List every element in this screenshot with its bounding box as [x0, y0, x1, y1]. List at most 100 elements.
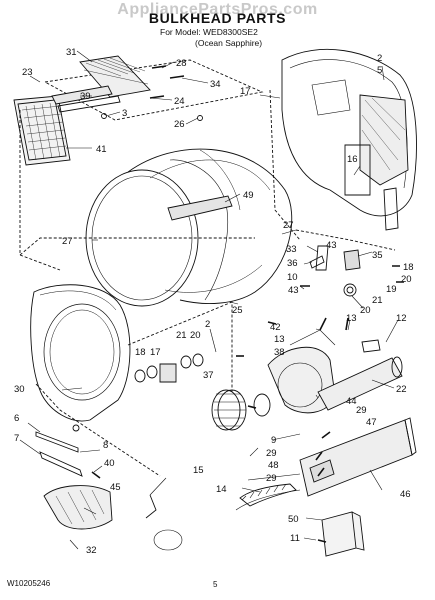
callout-38: 38	[274, 347, 285, 358]
front-bearing-assembly	[134, 353, 244, 383]
callout-12: 12	[396, 313, 407, 324]
callout-31: 31	[66, 47, 77, 58]
callout-labels: 31 28 23 34 39 24 3 26 41 17 2 5 16 49 2…	[14, 47, 414, 556]
screw-26	[197, 115, 203, 121]
blower-wheel	[211, 389, 247, 431]
callout-34: 34	[210, 79, 221, 90]
lint-duct-strip	[51, 85, 113, 105]
wire-harness	[145, 494, 183, 551]
callout-29-top: 29	[356, 405, 367, 416]
top-screws	[149, 65, 185, 99]
callout-2-center: 2	[205, 319, 210, 330]
top-frame-dashed	[43, 59, 264, 121]
heating-element-coil	[235, 483, 301, 511]
callout-28: 28	[176, 58, 187, 69]
callout-37: 37	[203, 370, 214, 381]
front-frame-dashed	[35, 383, 161, 477]
glide-strip	[35, 431, 79, 453]
callout-32: 32	[86, 545, 97, 556]
model-label: For Model:	[160, 27, 201, 37]
callout-36: 36	[287, 258, 298, 269]
callout-40: 40	[104, 458, 115, 469]
callout-14: 14	[216, 484, 227, 495]
exhaust-duct	[317, 339, 403, 411]
rear-bulkhead	[281, 48, 417, 231]
callout-22: 22	[396, 384, 407, 395]
thermostat-group	[300, 245, 404, 297]
callout-44: 44	[346, 396, 357, 407]
callout-33: 33	[286, 244, 297, 255]
model-variant: (Ocean Sapphire)	[195, 38, 263, 48]
callout-19: 19	[386, 284, 397, 295]
model-line: For Model: WED8300SE2	[160, 27, 258, 37]
callout-18-center: 18	[135, 347, 146, 358]
callout-25: 25	[232, 305, 243, 316]
misc-screws	[247, 317, 349, 543]
callout-3: 3	[122, 108, 127, 119]
callout-8: 8	[103, 440, 108, 451]
lint-duct-seal	[57, 95, 121, 113]
callout-27-left: 27	[62, 236, 73, 247]
callout-43-top: 43	[326, 240, 337, 251]
watermark: AppliancePartsPros.com	[117, 1, 318, 18]
screw-40	[91, 471, 101, 479]
callout-42: 42	[270, 322, 281, 333]
callout-23: 23	[22, 67, 33, 78]
callout-49: 49	[243, 190, 254, 201]
callout-46: 46	[400, 489, 411, 500]
callout-15: 15	[193, 465, 204, 476]
callout-45: 45	[110, 482, 121, 493]
blower-seal-ring	[253, 393, 271, 417]
blower-axis-dashed	[127, 301, 233, 392]
callout-24: 24	[174, 96, 185, 107]
callout-13-top: 13	[346, 313, 357, 324]
callout-2: 2	[377, 53, 382, 64]
page-number: 5	[213, 580, 218, 589]
lint-screen	[13, 95, 71, 166]
front-bulkhead	[30, 284, 131, 422]
callout-29-bottom: 29	[266, 473, 277, 484]
callout-18-right: 18	[403, 262, 414, 273]
callout-6: 6	[14, 413, 19, 424]
callout-20-right-top: 20	[401, 274, 412, 285]
callout-20-right-bottom: 20	[360, 305, 371, 316]
callout-47: 47	[366, 417, 377, 428]
callout-41: 41	[96, 144, 107, 155]
callout-27-right: 27	[283, 220, 294, 231]
lint-chute	[43, 485, 113, 530]
model-number: WED8300SE2	[203, 27, 258, 37]
drum	[85, 148, 293, 307]
callout-21-right: 21	[372, 295, 383, 306]
callout-43-bottom: 43	[288, 285, 299, 296]
callout-48: 48	[268, 460, 279, 471]
callout-9: 9	[271, 435, 276, 446]
callout-50: 50	[288, 514, 299, 525]
callout-29-middle: 29	[266, 448, 277, 459]
left-frame-dashed	[19, 110, 255, 271]
callout-17-center: 17	[150, 347, 161, 358]
callout-21-center: 21	[176, 330, 187, 341]
right-frame-dashed	[269, 89, 301, 241]
callout-26: 26	[174, 119, 185, 130]
callout-5: 5	[377, 65, 382, 76]
page-title: BULKHEAD PARTS	[148, 10, 287, 26]
mounting-bracket	[321, 511, 365, 557]
callout-20-center: 20	[190, 330, 201, 341]
callout-13-bottom: 13	[274, 334, 285, 345]
right-strip-dashed	[295, 229, 396, 251]
lint-grill	[79, 55, 151, 98]
document-number: W10205246	[7, 579, 51, 588]
callout-7: 7	[14, 433, 19, 444]
leader-lines	[19, 50, 399, 550]
callout-39: 39	[80, 91, 91, 102]
callout-11: 11	[290, 533, 300, 544]
callout-30: 30	[14, 384, 25, 395]
callout-17: 17	[240, 86, 251, 97]
callout-35: 35	[372, 250, 383, 261]
screw-8	[72, 424, 80, 432]
callout-16: 16	[347, 154, 358, 165]
callout-10: 10	[287, 272, 298, 283]
felt-seal-strip	[39, 451, 83, 477]
